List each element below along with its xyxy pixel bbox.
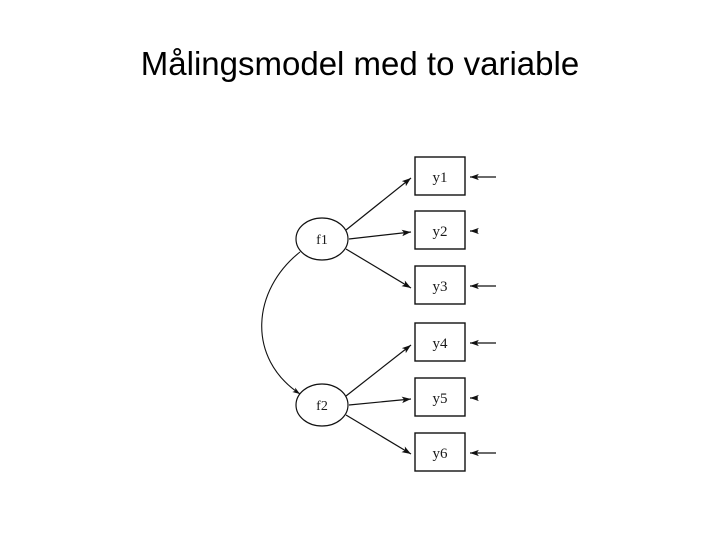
observed-box-y1: [414, 156, 466, 196]
loading-path-f1-y2: [348, 229, 412, 240]
loading-paths-f2: [345, 344, 412, 455]
latent-variable-f1: f1: [295, 217, 349, 261]
latent-variable-f2: f2: [295, 383, 349, 427]
latent-label-f2: f2: [316, 399, 328, 414]
residual-arrows: [470, 173, 496, 457]
observed-box-y6: [414, 432, 466, 472]
loading-paths-f1: [345, 177, 412, 289]
loading-path-f1-y3: [345, 248, 412, 289]
loading-path-f2-y4: [345, 344, 412, 397]
latent-ellipse-f2: [295, 383, 349, 427]
observed-variable-y5: y5: [414, 377, 466, 417]
loading-path-f2-y6: [345, 414, 412, 455]
observed-box-y4: [414, 322, 466, 362]
observed-label-y4: y4: [433, 336, 449, 352]
covariance-path-f1-f2: [261, 245, 308, 395]
loading-path-f1-y1: [345, 177, 412, 231]
observed-label-y5: y5: [433, 391, 448, 407]
observed-label-y6: y6: [433, 446, 449, 462]
latent-ellipse-f1: [295, 217, 349, 261]
observed-label-y1: y1: [433, 170, 448, 186]
observed-variable-y6: y6: [414, 432, 466, 472]
observed-label-y3: y3: [433, 279, 448, 295]
observed-box-y2: [414, 210, 466, 250]
page-title: Målingsmodel med to variable: [140, 45, 580, 82]
covariance-curve: [261, 245, 308, 395]
latent-label-f1: f1: [316, 233, 328, 248]
observed-label-y2: y2: [433, 224, 448, 240]
observed-box-y3: [414, 265, 466, 305]
observed-box-y5: [414, 377, 466, 417]
observed-variable-y4: y4: [414, 322, 466, 362]
observed-variable-y2: y2: [414, 210, 466, 250]
observed-variable-y3: y3: [414, 265, 466, 305]
loading-path-f2-y5: [348, 396, 412, 406]
observed-variable-y1: y1: [414, 156, 466, 196]
